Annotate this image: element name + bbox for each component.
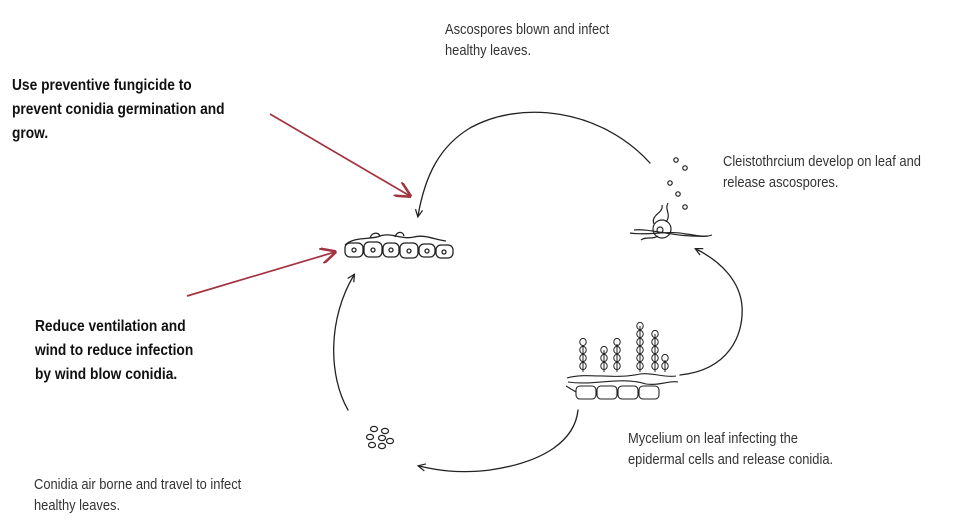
cycle-arrow-ascospores-to-leaf	[418, 112, 650, 216]
control-label-ventilation: Reduce ventilation and wind to reduce in…	[35, 315, 193, 387]
stage-label-conidia: Conidia air borne and travel to infect h…	[34, 474, 241, 516]
mycelium-conidiophores-icon	[566, 374, 678, 399]
infected-leaf-cells-icon	[345, 232, 453, 258]
ventilation-arrow	[187, 252, 335, 296]
conidium	[580, 338, 586, 345]
cleistothecium-icon	[630, 158, 712, 240]
airborne-conidia-icon	[367, 426, 394, 448]
stage-label-cleistothecium: Cleistothrcium develop on leaf and relea…	[723, 151, 921, 193]
conidia-chains	[580, 322, 668, 372]
stage-label-mycelium: Mycelium on leaf infecting the epidermal…	[628, 428, 833, 470]
cycle-arrow-conidia-to-leaf	[334, 275, 354, 410]
cycle-arrow-mycelium-to-cleistothecium	[680, 249, 742, 375]
stage-label-ascospores: Ascospores blown and infect healthy leav…	[445, 19, 609, 61]
fungicide-arrow	[270, 114, 410, 196]
cycle-arrow-mycelium-to-conidia	[419, 410, 578, 472]
control-label-fungicide: Use preventive fungicide to prevent coni…	[12, 74, 225, 146]
